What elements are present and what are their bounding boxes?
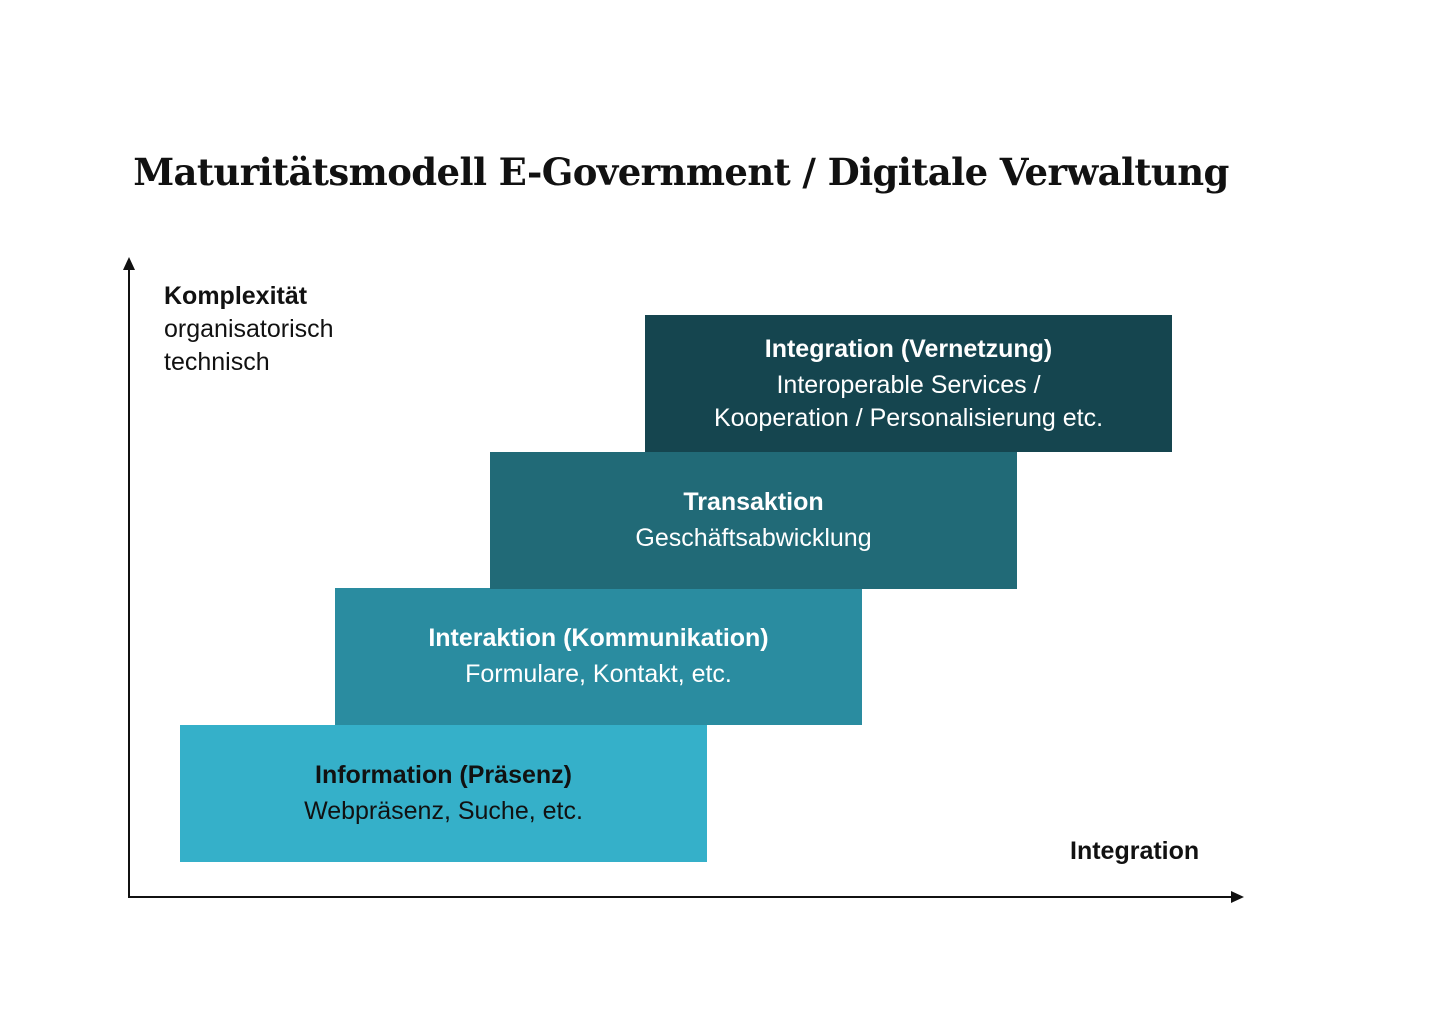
y-axis-label: Komplexität organisatorisch technisch [164, 280, 334, 379]
y-axis-title: Komplexität [164, 282, 308, 310]
y-axis-arrow-icon [123, 257, 135, 270]
stage-title: Transaktion [683, 488, 824, 516]
stage-title: Integration (Vernetzung) [764, 334, 1053, 363]
stage-description-line-2: Kooperation / Personalisierung etc. [713, 403, 1104, 432]
stage-integration: Integration (Vernetzung) Interoperable S… [645, 315, 1172, 452]
stage-description: Formulare, Kontakt, etc. [465, 660, 732, 688]
diagram-title: Maturitätsmodell E-Government / Digitale… [133, 150, 1229, 194]
stage-description: Webpräsenz, Suche, etc. [304, 797, 583, 825]
x-axis-label: Integration [1070, 837, 1200, 865]
stage-interaction: Interaktion (Kommunikation) Formulare, K… [335, 588, 862, 725]
stage-information: Information (Präsenz) Webpräsenz, Suche,… [180, 725, 707, 862]
stage-title: Interaktion (Kommunikation) [428, 624, 769, 652]
stage-description-line-1: Interoperable Services / [776, 370, 1041, 399]
y-axis-sublabel-technical: technisch [164, 348, 270, 376]
y-axis-sublabel-organisational: organisatorisch [164, 315, 334, 343]
stage-title: Information (Präsenz) [315, 761, 572, 789]
x-axis-arrow-icon [1231, 891, 1244, 903]
stage-description: Geschäftsabwicklung [635, 524, 872, 552]
stage-transaction: Transaktion Geschäftsabwicklung [490, 452, 1017, 589]
